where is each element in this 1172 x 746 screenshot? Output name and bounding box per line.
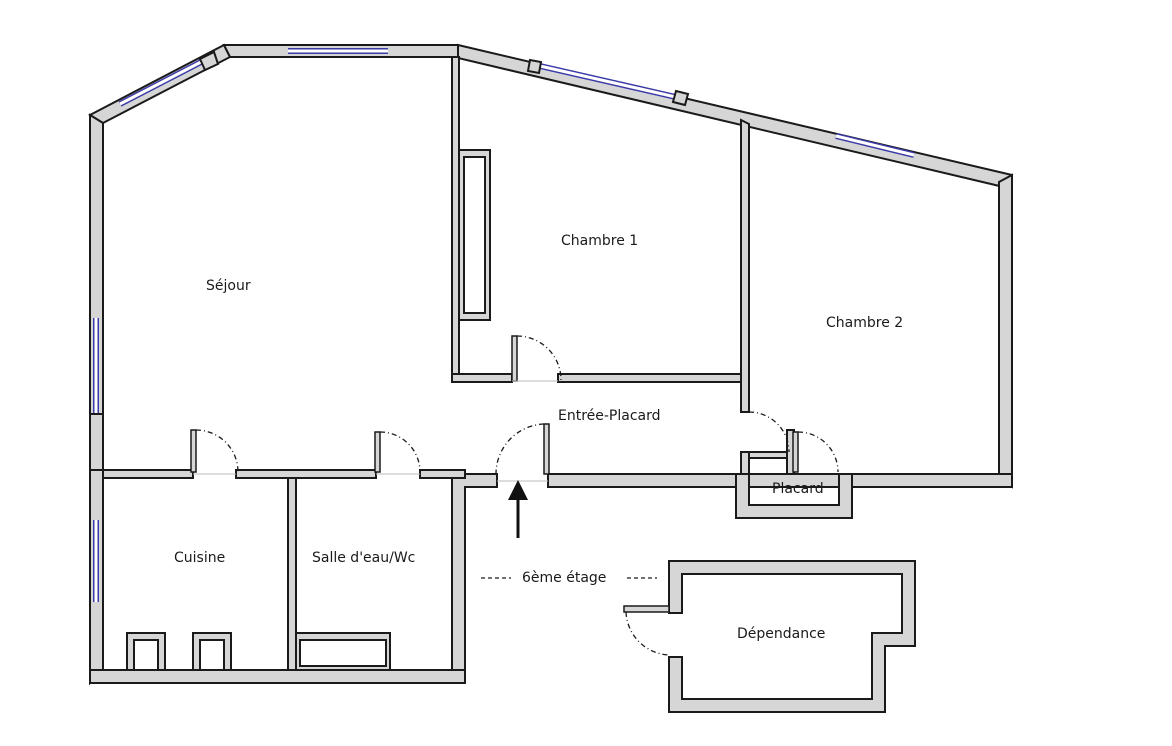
wall-chambre1-left <box>451 56 460 383</box>
wall-bottom-right <box>547 473 1013 488</box>
label-entree: Entrée-Placard <box>558 408 661 424</box>
door-dependance <box>623 605 670 613</box>
wall-chambre1-bottom-left <box>451 373 513 383</box>
label-chambre2: Chambre 2 <box>826 315 904 331</box>
label-placard: Placard <box>772 481 824 497</box>
outer-walls <box>87 43 1014 686</box>
doors <box>190 335 839 475</box>
wall-bottom <box>89 669 466 684</box>
label-dependance: Dépendance <box>737 626 826 642</box>
wall-placard-left <box>740 451 750 475</box>
wall-sejour-bottom-3 <box>419 469 466 479</box>
door-entrance <box>543 423 550 475</box>
windows <box>89 48 915 602</box>
door-cuisine <box>190 429 197 473</box>
dependance-walls <box>623 560 916 713</box>
label-floor: 6ème étage <box>522 570 607 586</box>
wall-placard-recess <box>735 473 853 519</box>
label-cuisine: Cuisine <box>174 550 226 566</box>
interior-walls <box>102 56 795 671</box>
door-placard <box>792 431 799 473</box>
arrow-up-icon <box>508 480 528 538</box>
label-chambre1: Chambre 1 <box>561 233 639 249</box>
door-chambre2-swing <box>748 411 790 453</box>
door-chambre1 <box>511 335 518 382</box>
wall-sejour-bottom-1 <box>102 469 194 479</box>
wall-sejour-bottom-2 <box>235 469 377 479</box>
door-salle-eau <box>374 431 381 473</box>
wall-chambres-divider <box>740 118 750 413</box>
wall-cuisine-salle <box>287 477 297 671</box>
furniture <box>126 149 491 671</box>
wall-right <box>998 173 1013 489</box>
wall-placard-shelf <box>748 451 789 459</box>
wall-chambre1-bottom-right <box>557 373 750 383</box>
wall-dependance <box>668 560 916 713</box>
label-sejour: Séjour <box>206 278 251 294</box>
label-salle-eau: Salle d'eau/Wc <box>312 550 416 566</box>
